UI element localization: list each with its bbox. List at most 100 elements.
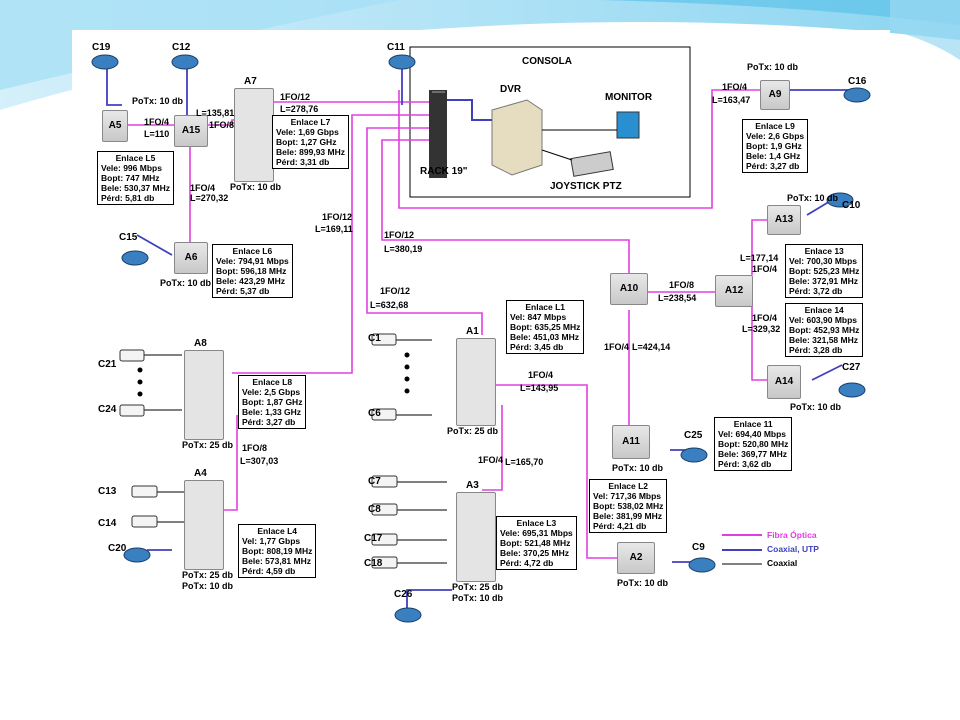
enlace-14: Enlace 14 Vel: 603,90 Mbps Bopt: 452,93 …: [785, 303, 864, 357]
link-a6-len: L=270,32: [190, 193, 229, 203]
node-a3: A3: [456, 480, 496, 582]
dome-cameras: [91, 54, 871, 623]
link-a1-len: L=632,68: [370, 300, 409, 310]
link-a7-len: L=278,76: [280, 104, 319, 114]
potx-a5: PoTx: 10 db: [132, 96, 184, 106]
camera-c10: C10: [842, 200, 861, 211]
link-a13-fo: 1FO/4: [752, 264, 778, 274]
potx-a6: PoTx: 10 db: [160, 278, 212, 288]
potx-a7: PoTx: 10 db: [230, 182, 282, 192]
potx-a9: PoTx: 10 db: [747, 62, 799, 72]
link-a15-len: L=135,81: [196, 108, 235, 118]
link-a5-len: L=110: [144, 129, 170, 139]
camera-c17: C17: [364, 533, 383, 544]
enlace-l5: Enlace L5 Vele: 996 Mbps Bopt: 747 MHz B…: [97, 151, 174, 205]
camera-c6: C6: [368, 408, 381, 419]
potx-a4-10: PoTx: 10 db: [182, 581, 234, 591]
consola-title: CONSOLA: [522, 56, 572, 67]
camera-c7: C7: [368, 476, 381, 487]
enlace-l4: Enlace L4 Vel: 1,77 Gbps Bopt: 808,19 MH…: [238, 524, 317, 578]
enlace-l8: Enlace L8 Vele: 2,5 Gbps Bopt: 1,87 GHz …: [238, 375, 307, 429]
legend-coax-utp: Coaxial, UTP: [767, 544, 819, 554]
link-a8-len: L=169,11: [315, 224, 353, 234]
camera-c16: C16: [848, 76, 867, 87]
potx-a3-25: PoTx: 25 db: [452, 582, 504, 592]
node-a13: A13: [767, 205, 801, 235]
network-diagram: CONSOLA DVR MONITOR RACK 19" JOYSTICK PT…: [72, 30, 890, 642]
legend-coax: Coaxial: [767, 558, 798, 568]
potx-a8: PoTx: 25 db: [182, 440, 234, 450]
link-a3-len: L=165,70: [505, 457, 544, 467]
camera-c21: C21: [98, 359, 117, 370]
camera-c13: C13: [98, 486, 117, 497]
enlace-l2: Enlace L2 Vel: 717,36 Mbps Bopt: 538,02 …: [589, 479, 668, 533]
link-a5-fo: 1FO/4: [144, 117, 170, 127]
camera-c8: C8: [368, 504, 381, 515]
node-a14: A14: [767, 365, 801, 399]
link-a6-fo: 1FO/4: [190, 183, 216, 193]
link-a3-fo: 1FO/4: [478, 455, 504, 465]
link-a9-len: L=163,47: [712, 95, 751, 105]
node-a4: A4: [184, 468, 224, 570]
potx-a14: PoTx: 10 db: [790, 402, 842, 412]
enlace-l9: Enlace L9 Vele: 2,6 Gbps Bopt: 1,9 GHz B…: [742, 119, 809, 173]
link-a14-len: L=329,32: [742, 324, 781, 334]
node-a10: A10: [610, 273, 648, 305]
joystick-label: JOYSTICK PTZ: [550, 181, 622, 192]
camera-c9: C9: [692, 542, 705, 553]
enlace-l3: Enlace L3 Vele: 695,31 Mbps Bopt: 521,48…: [496, 516, 577, 570]
camera-c1: C1: [368, 333, 381, 344]
dvr-label: DVR: [500, 84, 522, 95]
potx-a1: PoTx: 25 db: [447, 426, 499, 436]
potx-a4-25: PoTx: 25 db: [182, 570, 234, 580]
potx-a11: PoTx: 10 db: [612, 463, 664, 473]
node-a2: A2: [617, 542, 655, 574]
node-a11: A11: [612, 425, 650, 459]
camera-c15: C15: [119, 232, 138, 243]
camera-c26: C26: [394, 589, 413, 600]
potx-a2: PoTx: 10 db: [617, 578, 669, 588]
node-a6: A6: [174, 242, 208, 274]
potx-a3-10: PoTx: 10 db: [452, 593, 504, 603]
link-a11-len: L=424,14: [632, 342, 671, 352]
camera-c14: C14: [98, 518, 117, 529]
camera-c11: C11: [387, 42, 405, 53]
enlace-l6: Enlace L6 Vele: 794,91 Mbps Bopt: 596,18…: [212, 244, 293, 298]
link-a13-len: L=177,14: [740, 253, 779, 263]
camera-c27: C27: [842, 362, 861, 373]
link-a2-fo: 1FO/4: [528, 370, 554, 380]
link-a10-fo: 1FO/12: [384, 230, 415, 240]
link-a12-fo: 1FO/8: [669, 280, 695, 290]
camera-c24: C24: [98, 404, 117, 415]
enlace-13: Enlace 13 Vel: 700,30 Mbps Bopt: 525,23 …: [785, 244, 864, 298]
camera-c20: C20: [108, 543, 127, 554]
node-a5: A5: [102, 110, 128, 142]
camera-c12: C12: [172, 42, 191, 53]
link-a10-len: L=380,19: [384, 244, 423, 254]
enlace-l7: Enlace L7 Vele: 1,69 Gbps Bopt: 1,27 GHz…: [272, 115, 349, 169]
node-a7: A7: [234, 76, 274, 182]
rack-label: RACK 19": [420, 166, 468, 177]
camera-c18: C18: [364, 558, 383, 569]
node-a12: A12: [715, 275, 753, 307]
link-a11-fo: 1FO/4: [604, 342, 630, 352]
legend-fibra: Fibra Óptica: [767, 530, 817, 540]
link-a8-fo: 1FO/12: [322, 212, 353, 222]
link-a15-fo: 1FO/8: [209, 120, 235, 130]
camera-c19: C19: [92, 42, 111, 53]
wiring: [91, 46, 871, 623]
node-a15: A15: [174, 115, 208, 147]
node-a8: A8: [184, 338, 224, 440]
link-a7-fo: 1FO/12: [280, 92, 311, 102]
camera-c25: C25: [684, 430, 703, 441]
enlace-l1: Enlace L1 Vel: 847 Mbps Bopt: 635,25 MHz…: [506, 300, 585, 354]
potx-a13: PoTx: 10 db: [787, 193, 839, 203]
link-a9-fo: 1FO/4: [722, 82, 748, 92]
link-a2-len: L=143,95: [520, 383, 559, 393]
link-a1-fo: 1FO/12: [380, 286, 411, 296]
node-a9: A9: [760, 80, 790, 110]
link-a14-fo: 1FO/4: [752, 313, 778, 323]
node-a1: A1: [456, 326, 496, 426]
link-a12-len: L=238,54: [658, 293, 697, 303]
